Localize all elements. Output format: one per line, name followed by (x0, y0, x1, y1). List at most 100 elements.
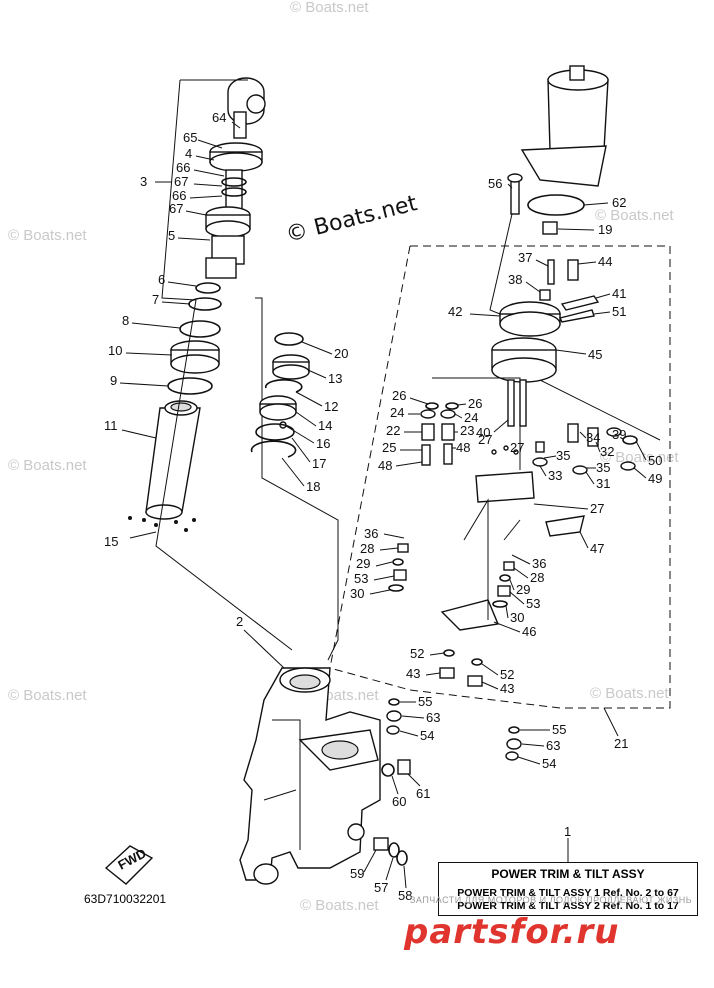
label-55: 55 (418, 694, 432, 709)
label-62: 62 (612, 195, 626, 210)
legend-line-2: POWER TRIM & TILT ASSY 2 Ref. No. 1 to 1… (457, 900, 679, 912)
watermark-text: © Boats.net (600, 449, 679, 466)
label-29: 29 (356, 556, 370, 571)
diagram-code: 63D710032201 (84, 892, 167, 906)
label-3: 3 (140, 174, 147, 189)
part-labels: 64 65 4 66 3 67 66 67 5 6 7 8 10 9 11 15… (104, 110, 662, 903)
label-42: 42 (448, 304, 462, 319)
label-15: 15 (104, 534, 118, 549)
label-22: 22 (386, 423, 400, 438)
label-27: 27 (478, 432, 492, 447)
label-34: 34 (586, 430, 600, 445)
label-41: 41 (612, 286, 626, 301)
label-46: 46 (522, 624, 536, 639)
label-54b: 54 (542, 756, 556, 771)
label-12: 12 (324, 399, 338, 414)
label-38: 38 (508, 272, 522, 287)
label-24b: 24 (464, 410, 478, 425)
label-52b: 52 (500, 667, 514, 682)
label-43b: 43 (500, 681, 514, 696)
watermark-text: © Boats.net (8, 227, 87, 244)
fittings (373, 759, 411, 866)
label-30b: 30 (510, 610, 524, 625)
label-5: 5 (168, 228, 175, 243)
label-44: 44 (598, 254, 612, 269)
label-59: 59 (350, 866, 364, 881)
footer-text: ЗАПЧАСТИ ДЛЯ МОТОРОВ И ЛОДОК ПРОДЛЕВАЮТ … (410, 895, 693, 905)
label-51: 51 (612, 304, 626, 319)
label-55b: 55 (552, 722, 566, 737)
pump-motor-assembly (329, 65, 671, 761)
label-11: 11 (104, 418, 118, 433)
label-24: 24 (390, 405, 404, 420)
label-37: 37 (518, 250, 532, 265)
label-53b: 53 (526, 596, 540, 611)
legend-box: POWER TRIM & TILT ASSY POWER TRIM & TILT… (438, 862, 698, 916)
center-watermark: © Boats.net (283, 191, 420, 248)
label-26b: 26 (468, 396, 482, 411)
label-9: 9 (110, 373, 117, 388)
label-21: 21 (614, 736, 628, 751)
legend-line-1: POWER TRIM & TILT ASSY 1 Ref. No. 2 to 6… (457, 887, 679, 899)
label-14: 14 (318, 418, 332, 433)
label-49: 49 (648, 471, 662, 486)
watermark-text: © Boats.net (8, 687, 87, 704)
label-57: 57 (374, 880, 388, 895)
label-63: 63 (426, 710, 440, 725)
label-48b: 48 (456, 440, 470, 455)
label-33: 33 (548, 468, 562, 483)
label-63b: 63 (546, 738, 560, 753)
label-27c: 27 (590, 501, 604, 516)
label-25: 25 (382, 440, 396, 455)
label-17: 17 (312, 456, 326, 471)
label-30: 30 (350, 586, 364, 601)
label-52: 52 (410, 646, 424, 661)
label-26: 26 (392, 388, 406, 403)
label-20: 20 (334, 346, 348, 361)
watermark-text: © Boats.net (300, 897, 379, 914)
label-1: 1 (564, 824, 571, 839)
label-43: 43 (406, 666, 420, 681)
label-4: 4 (185, 146, 192, 161)
label-16: 16 (316, 436, 330, 451)
label-13: 13 (328, 371, 342, 386)
label-50: 50 (648, 453, 662, 468)
label-39: 39 (612, 427, 626, 442)
label-58: 58 (398, 888, 412, 903)
tilt-ram-assembly (128, 77, 266, 539)
label-7: 7 (152, 292, 159, 307)
watermark-text: © Boats.net (8, 457, 87, 474)
label-10: 10 (108, 343, 122, 358)
label-48: 48 (378, 458, 392, 473)
label-61: 61 (416, 786, 430, 801)
label-2: 2 (236, 614, 243, 629)
seal-parts (250, 332, 310, 458)
label-56: 56 (488, 176, 502, 191)
legend-title: POWER TRIM & TILT ASSY (491, 867, 645, 881)
label-40: 40 (476, 425, 490, 440)
label-32: 32 (600, 444, 614, 459)
label-66b: 66 (172, 188, 186, 203)
label-67: 67 (174, 174, 188, 189)
label-28: 28 (360, 541, 374, 556)
label-64: 64 (212, 110, 226, 125)
label-36: 36 (364, 526, 378, 541)
label-19: 19 (598, 222, 612, 237)
label-35b: 35 (596, 460, 610, 475)
label-36b: 36 (532, 556, 546, 571)
label-27b: 27 (510, 440, 524, 455)
label-35: 35 (556, 448, 570, 463)
main-housing (239, 667, 381, 885)
label-65: 65 (183, 130, 197, 145)
label-31: 31 (596, 476, 610, 491)
brand-logo[interactable]: partsfor.ru (404, 912, 620, 952)
label-45: 45 (588, 347, 602, 362)
label-6: 6 (158, 272, 165, 287)
watermark-text: © Boats.net (590, 685, 669, 702)
label-67b: 67 (169, 201, 183, 216)
label-53: 53 (354, 571, 368, 586)
label-54: 54 (420, 728, 434, 743)
label-29b: 29 (516, 582, 530, 597)
